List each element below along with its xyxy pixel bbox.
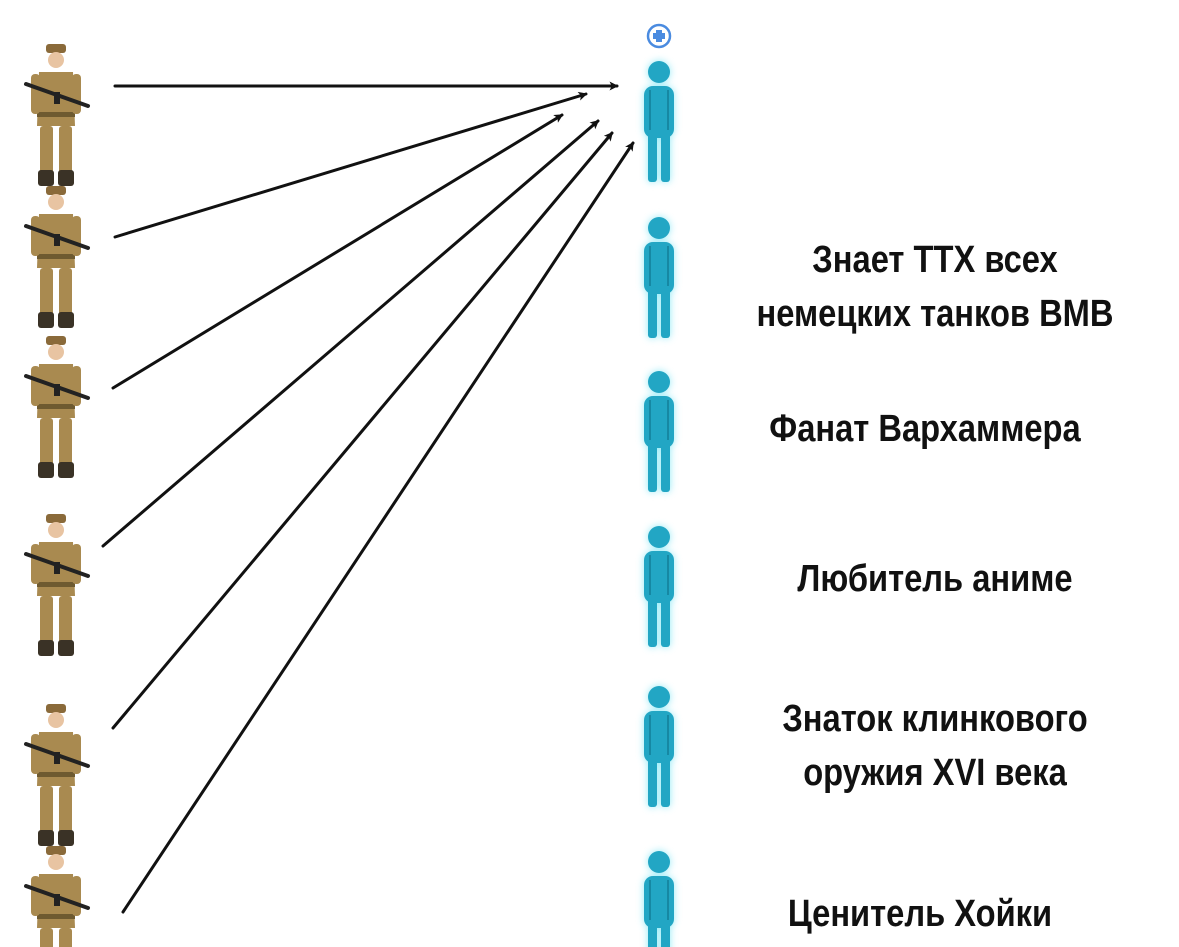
arrow-3	[111, 113, 564, 390]
soldier-figure	[24, 514, 90, 656]
arrow-2	[113, 91, 588, 239]
plus-circle-icon	[646, 23, 672, 49]
soldier-figure	[24, 186, 90, 328]
arrow-4	[101, 119, 600, 548]
arrow-6	[121, 141, 635, 914]
person-column	[644, 61, 674, 947]
label-ttx-tanks: Знает ТТХ всех немецких танков ВМВ	[756, 239, 1114, 335]
person-icon	[644, 851, 674, 947]
arrow-group	[101, 81, 635, 914]
person-icon	[644, 371, 674, 492]
soldier-figure	[24, 336, 90, 478]
soldier-figure	[24, 44, 90, 186]
soldier-column	[24, 44, 90, 947]
soldier-figure	[24, 704, 90, 846]
label-warhammer-fan: Фанат Вархаммера	[769, 408, 1081, 450]
label-anime-lover: Любитель аниме	[797, 558, 1073, 600]
label-hoi-fan: Ценитель Хойки	[787, 893, 1053, 935]
label-blade-expert: Знаток клинкового оружия XVI века	[782, 698, 1088, 794]
person-icon	[644, 526, 674, 647]
soldier-figure	[24, 846, 90, 947]
person-icon	[644, 217, 674, 338]
person-icon	[644, 61, 674, 182]
person-icon	[644, 686, 674, 807]
arrow-5	[111, 131, 614, 730]
